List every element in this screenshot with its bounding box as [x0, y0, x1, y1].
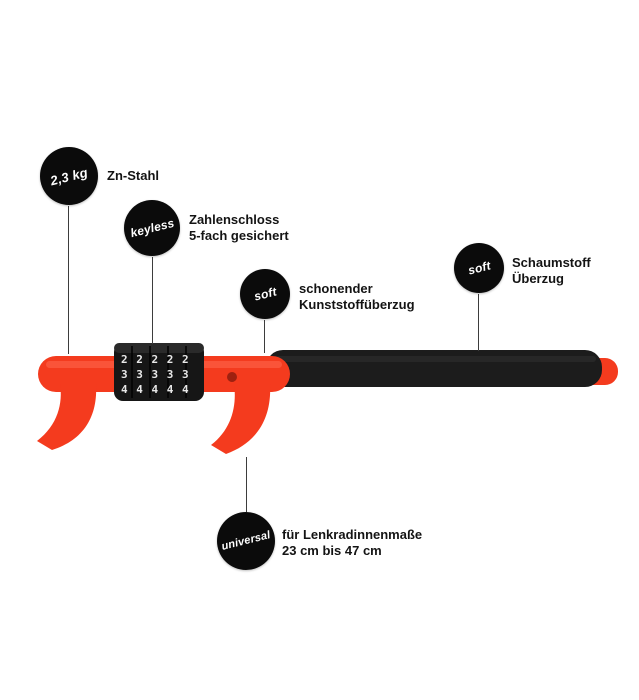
connector-keyless — [152, 257, 153, 344]
connector-soft-right — [478, 294, 479, 351]
connector-universal — [246, 457, 247, 512]
badge-universal-text: universal — [220, 529, 272, 553]
label-material: Zn-Stahl — [107, 168, 159, 183]
badge-weight-text: 2,3 kg — [48, 164, 90, 188]
claw-hook-right — [211, 384, 271, 454]
badge-weight: 2,3 kg — [40, 147, 98, 205]
claw-hook-left — [37, 384, 97, 450]
badge-keyless-text: keyless — [128, 215, 176, 241]
label-plastic-coating: schonender Kunststoffüberzug — [299, 281, 415, 312]
dial-digits-row-top: 2 2 2 2 2 — [121, 353, 190, 366]
label-combination-lock: Zahlenschloss 5-fach gesichert — [189, 212, 289, 243]
combination-lock-top-edge — [114, 343, 204, 353]
connector-soft-left — [264, 320, 265, 353]
dial-digits-row-bottom: 4 4 4 4 4 — [121, 383, 190, 396]
foam-highlight — [272, 356, 596, 362]
dial-digits-row-middle: 3 3 3 3 3 — [121, 368, 190, 381]
dial-separators — [131, 346, 187, 398]
badge-soft-plastic-text: soft — [252, 284, 278, 304]
badge-universal: universal — [217, 512, 275, 570]
badge-keyless: keyless — [124, 200, 180, 256]
brand-mark — [227, 372, 237, 382]
combination-lock — [114, 343, 204, 401]
label-foam-cover: Schaumstoff Überzug — [512, 255, 591, 286]
badge-soft-plastic: soft — [240, 269, 290, 319]
badge-soft-foam-text: soft — [466, 258, 492, 278]
foam-sleeve — [266, 350, 602, 387]
label-wheel-size-range: für Lenkradinnenmaße 23 cm bis 47 cm — [282, 527, 423, 558]
connector-weight — [68, 206, 69, 354]
badge-soft-foam: soft — [454, 243, 504, 293]
